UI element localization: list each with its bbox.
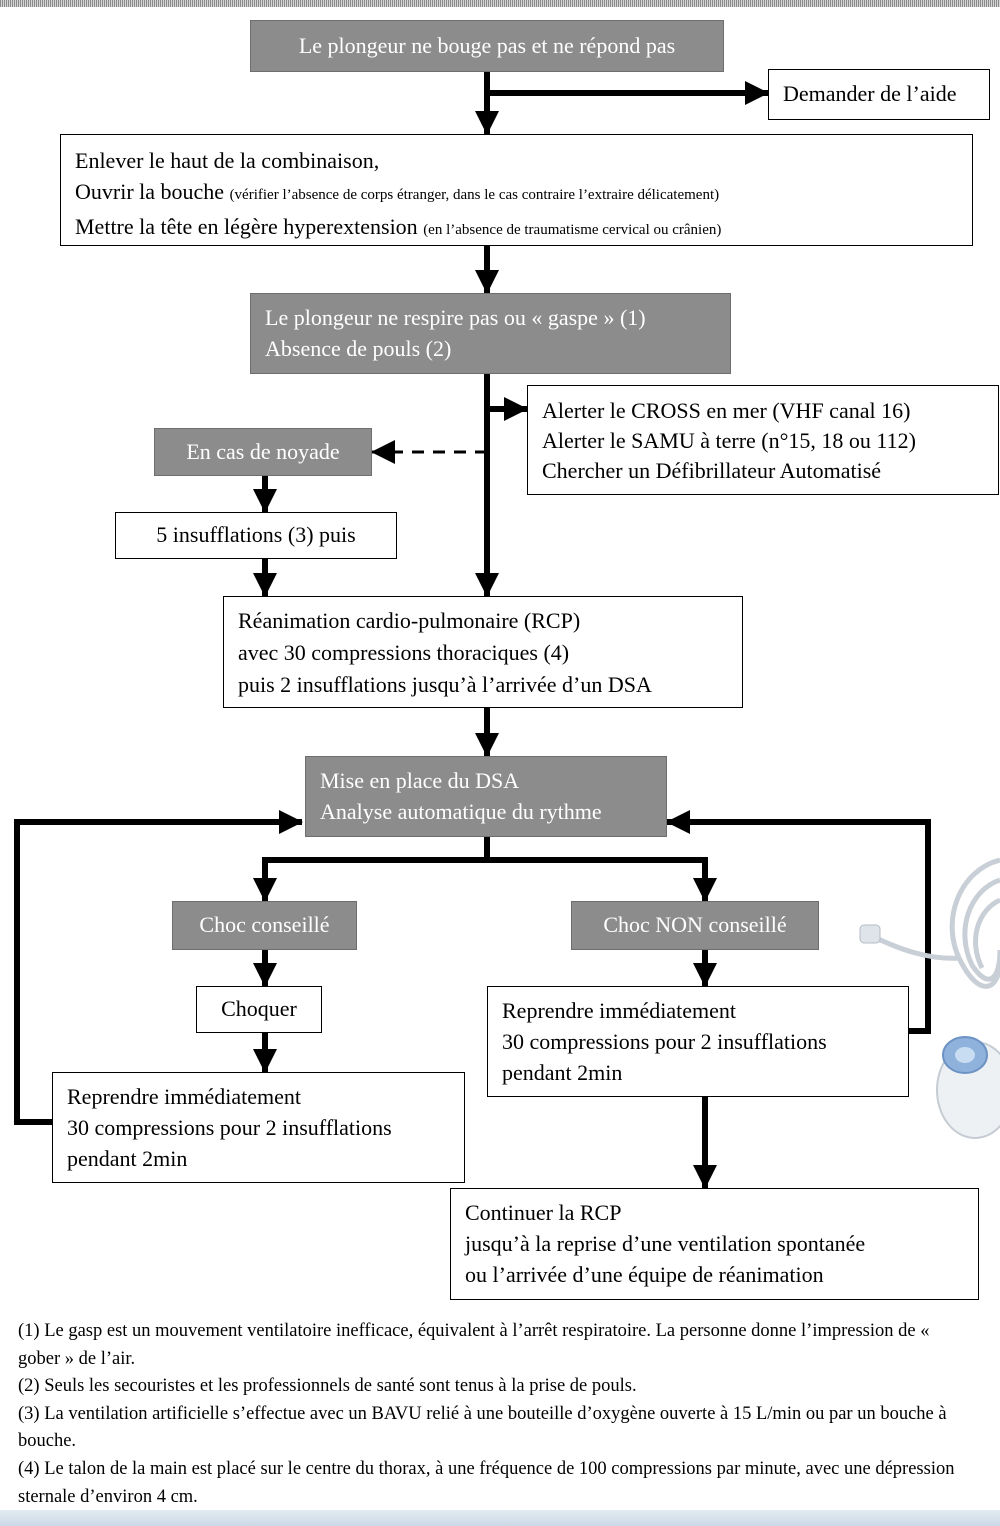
- step-dsa: Mise en place du DSA Analyse automatique…: [305, 756, 667, 837]
- step-resume-left: Reprendre immédiatement 30 compressions …: [52, 1072, 465, 1183]
- alert-line-3: Chercher un Défibrillateur Automatisé: [542, 458, 882, 483]
- continue-line-1: Continuer la RCP: [465, 1200, 622, 1225]
- top-border: [0, 0, 1000, 7]
- step-no-breathing: Le plongeur ne respire pas ou « gaspe » …: [250, 293, 731, 374]
- step-alert: Alerter le CROSS en mer (VHF canal 16) A…: [527, 385, 999, 495]
- step-drowning: En cas de noyade: [154, 428, 372, 476]
- step-insufflations-text: 5 insufflations (3) puis: [156, 522, 356, 547]
- step-drowning-text: En cas de noyade: [186, 439, 340, 464]
- rcp-line-2: avec 30 compressions thoraciques (4): [238, 640, 570, 665]
- airway-line-3-note: (en l’absence de traumatisme cervical ou…: [423, 222, 722, 238]
- step-call-help: Demander de l’aide: [768, 69, 990, 120]
- no-breathing-line-2: Absence de pouls (2): [265, 336, 452, 361]
- bottom-border: [0, 1510, 1000, 1526]
- step-shock-not-advised: Choc NON conseillé: [571, 901, 819, 950]
- loop-left: [14, 810, 303, 1125]
- step-airway: Enlever le haut de la combinaison, Ouvri…: [60, 134, 973, 246]
- airway-line-2-main: Ouvrir la bouche: [75, 179, 230, 204]
- step-shock: Choquer: [196, 986, 322, 1033]
- step-unresponsive-text: Le plongeur ne bouge pas et ne répond pa…: [298, 33, 676, 58]
- airway-line-3: Mettre la tête en légère hyperextension …: [75, 211, 958, 246]
- dsa-line-1: Mise en place du DSA: [320, 768, 520, 793]
- oxygen-equipment-image: [859, 857, 1000, 1139]
- airway-line-3-main: Mettre la tête en légère hyperextension: [75, 214, 424, 239]
- step-unresponsive: Le plongeur ne bouge pas et ne répond pa…: [250, 20, 724, 72]
- step-shock-advised: Choc conseillé: [172, 901, 357, 950]
- loop-right: [666, 810, 931, 1034]
- resume-right-line-3: pendant 2min: [502, 1060, 623, 1085]
- step-insufflations: 5 insufflations (3) puis: [115, 512, 397, 559]
- step-shock-not-advised-text: Choc NON conseillé: [603, 912, 787, 937]
- airway-line-1: Enlever le haut de la combinaison,: [75, 148, 380, 173]
- step-call-help-text: Demander de l’aide: [783, 81, 957, 106]
- resume-left-line-3: pendant 2min: [67, 1146, 188, 1171]
- continue-line-3: ou l’arrivée d’une équipe de réanimation: [465, 1262, 824, 1287]
- step-resume-right: Reprendre immédiatement 30 compressions …: [487, 986, 909, 1097]
- resume-right-line-2: 30 compressions pour 2 insufflations: [502, 1029, 827, 1054]
- rcp-line-3: puis 2 insufflations jusqu’à l’arrivée d…: [238, 672, 652, 697]
- footnote-4: (4) Le talon de la main est placé sur le…: [18, 1458, 955, 1507]
- step-shock-advised-text: Choc conseillé: [199, 912, 330, 937]
- resume-left-line-2: 30 compressions pour 2 insufflations: [67, 1115, 392, 1140]
- resume-left-line-1: Reprendre immédiatement: [67, 1084, 301, 1109]
- arrow-dsa-split: [253, 837, 490, 902]
- no-breathing-line-1: Le plongeur ne respire pas ou « gaspe » …: [265, 305, 646, 330]
- footnote-1: (1) Le gasp est un mouvement ventilatoir…: [18, 1321, 930, 1369]
- continue-line-2: jusqu’à la reprise d’une ventilation spo…: [465, 1231, 866, 1256]
- rcp-line-1: Réanimation cardio-pulmonaire (RCP): [238, 608, 581, 633]
- step-rcp: Réanimation cardio-pulmonaire (RCP) avec…: [223, 596, 743, 708]
- footnotes: (1) Le gasp est un mouvement ventilatoir…: [18, 1318, 973, 1511]
- step-continue: Continuer la RCP jusqu’à la reprise d’un…: [450, 1188, 979, 1300]
- step-shock-text: Choquer: [221, 996, 297, 1021]
- footnote-2: (2) Seuls les secouristes et les profess…: [18, 1376, 637, 1397]
- dsa-line-2: Analyse automatique du rythme: [320, 799, 602, 824]
- resume-right-line-1: Reprendre immédiatement: [502, 998, 736, 1023]
- airway-line-2-note: (vérifier l’absence de corps étranger, d…: [229, 187, 720, 203]
- alert-line-1: Alerter le CROSS en mer (VHF canal 16): [542, 398, 911, 423]
- alert-line-2: Alerter le SAMU à terre (n°15, 18 ou 112…: [542, 428, 916, 453]
- airway-line-2: Ouvrir la bouche (vérifier l’absence de …: [75, 176, 958, 211]
- footnote-3: (3) La ventilation artificielle s’effect…: [18, 1403, 947, 1452]
